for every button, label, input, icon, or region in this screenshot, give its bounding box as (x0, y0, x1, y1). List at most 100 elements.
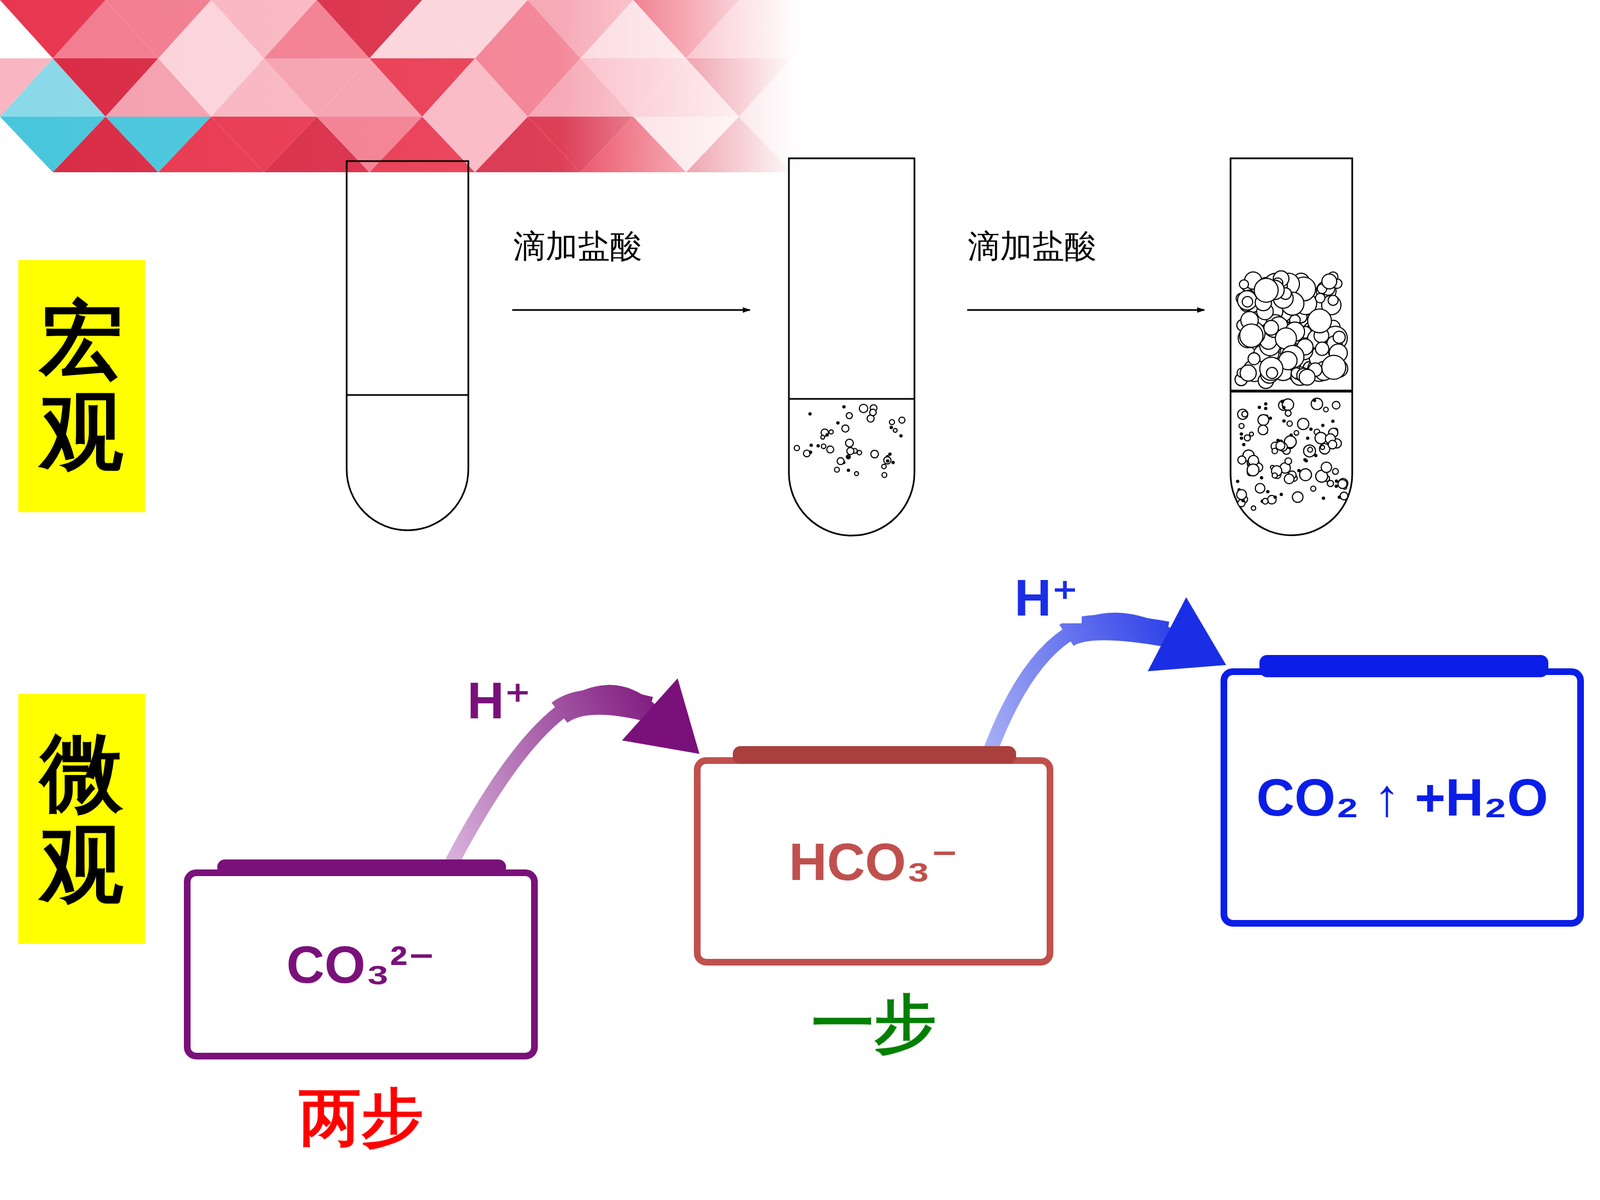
bubble (1299, 468, 1312, 481)
bubble (1297, 418, 1309, 430)
bubble (1237, 456, 1247, 465)
bubble (1315, 342, 1329, 356)
bubble (1255, 483, 1265, 493)
bubble (1340, 492, 1348, 500)
bubble (870, 450, 879, 459)
bubble (1242, 296, 1253, 308)
bubble (898, 417, 905, 424)
bubble (846, 455, 850, 459)
bubble (881, 472, 887, 478)
bubble (842, 405, 846, 409)
bubble (1247, 352, 1260, 365)
bubble (859, 404, 868, 413)
formula-text: CO₃²⁻ (286, 933, 435, 995)
step-caption: 滴加盐酸 (964, 225, 1100, 269)
bubble (1258, 425, 1268, 435)
bubble (846, 455, 850, 459)
bubble (846, 468, 850, 472)
bubble (1247, 463, 1259, 476)
bubble (1257, 414, 1269, 426)
bubble (1260, 476, 1264, 480)
process-arrow (512, 309, 750, 312)
bubble (808, 412, 812, 416)
bubble (1321, 355, 1346, 380)
section-tag: 微观 (18, 693, 145, 944)
box-top-bar (1259, 655, 1549, 678)
bubble (1244, 435, 1251, 442)
bubble (1239, 432, 1243, 436)
bubble (1237, 409, 1248, 420)
bubble (1251, 506, 1256, 511)
bubble (1315, 293, 1325, 303)
bubble (825, 433, 829, 437)
bubble (1321, 496, 1325, 500)
section-tag: 宏观 (18, 260, 145, 513)
bubble (1331, 419, 1335, 423)
bubble (1327, 480, 1334, 487)
reagent-label: H⁺ (463, 675, 535, 727)
bubble (1266, 367, 1278, 379)
bubble (1334, 484, 1338, 488)
liquid-level (346, 394, 469, 397)
bubble (1266, 490, 1270, 494)
bubble (1279, 492, 1283, 497)
bubble (1311, 398, 1323, 410)
bubble (1282, 405, 1286, 409)
bubble (1273, 495, 1277, 499)
arrow-shaft (559, 702, 650, 713)
bubble (1337, 495, 1342, 499)
bubble (869, 409, 877, 417)
bubble (1239, 323, 1263, 348)
bubble (1240, 436, 1244, 440)
bubble (834, 467, 840, 473)
bubble (845, 439, 854, 448)
bubble (1249, 432, 1254, 437)
arrow-head (1147, 597, 1227, 672)
bubble (1263, 320, 1279, 335)
bubble (1263, 402, 1268, 406)
bubble (1337, 479, 1347, 489)
gas-bubbles (794, 271, 1349, 511)
liquid-level (788, 398, 915, 400)
bubble (1303, 445, 1316, 458)
box-top-bar (217, 859, 507, 875)
bubble (883, 456, 892, 464)
bubble (1307, 308, 1332, 333)
bubble (889, 419, 895, 425)
bubble (1332, 401, 1340, 409)
bubble (836, 421, 840, 425)
step-caption: 滴加盐酸 (510, 225, 646, 269)
bubble (888, 452, 892, 457)
species-box: CO₂ ↑ +H₂O (1220, 668, 1584, 927)
bubble (1236, 479, 1240, 483)
bubble (881, 464, 887, 469)
bubble (1257, 405, 1262, 409)
bubble (1321, 462, 1332, 473)
banner-triangle (1002, 0, 1109, 59)
bubble (1321, 273, 1337, 289)
bubble (889, 425, 893, 429)
bubble (857, 450, 862, 455)
bubble (1254, 278, 1279, 303)
bubble (808, 450, 813, 454)
bubble (816, 444, 820, 448)
test-tube (346, 161, 469, 530)
test-tube (788, 158, 915, 536)
bubble (1282, 419, 1286, 423)
bubble (820, 435, 825, 440)
bubble (1310, 486, 1316, 492)
bubble (1328, 295, 1339, 306)
step-count: 两步 (295, 1076, 427, 1160)
species-box: CO₃²⁻ (183, 869, 538, 1060)
bubble (1280, 400, 1284, 404)
bubble (1306, 436, 1310, 440)
bubble (1309, 427, 1313, 431)
bubble (893, 428, 898, 433)
bubble (828, 430, 834, 435)
arrow-shaft (988, 620, 1168, 755)
reagent-label: H⁺ (1011, 572, 1082, 624)
section-title: 宏观 (40, 294, 124, 478)
bubble (1262, 498, 1268, 504)
bubble (1285, 457, 1292, 465)
formula-text: HCO₃⁻ (788, 831, 959, 893)
